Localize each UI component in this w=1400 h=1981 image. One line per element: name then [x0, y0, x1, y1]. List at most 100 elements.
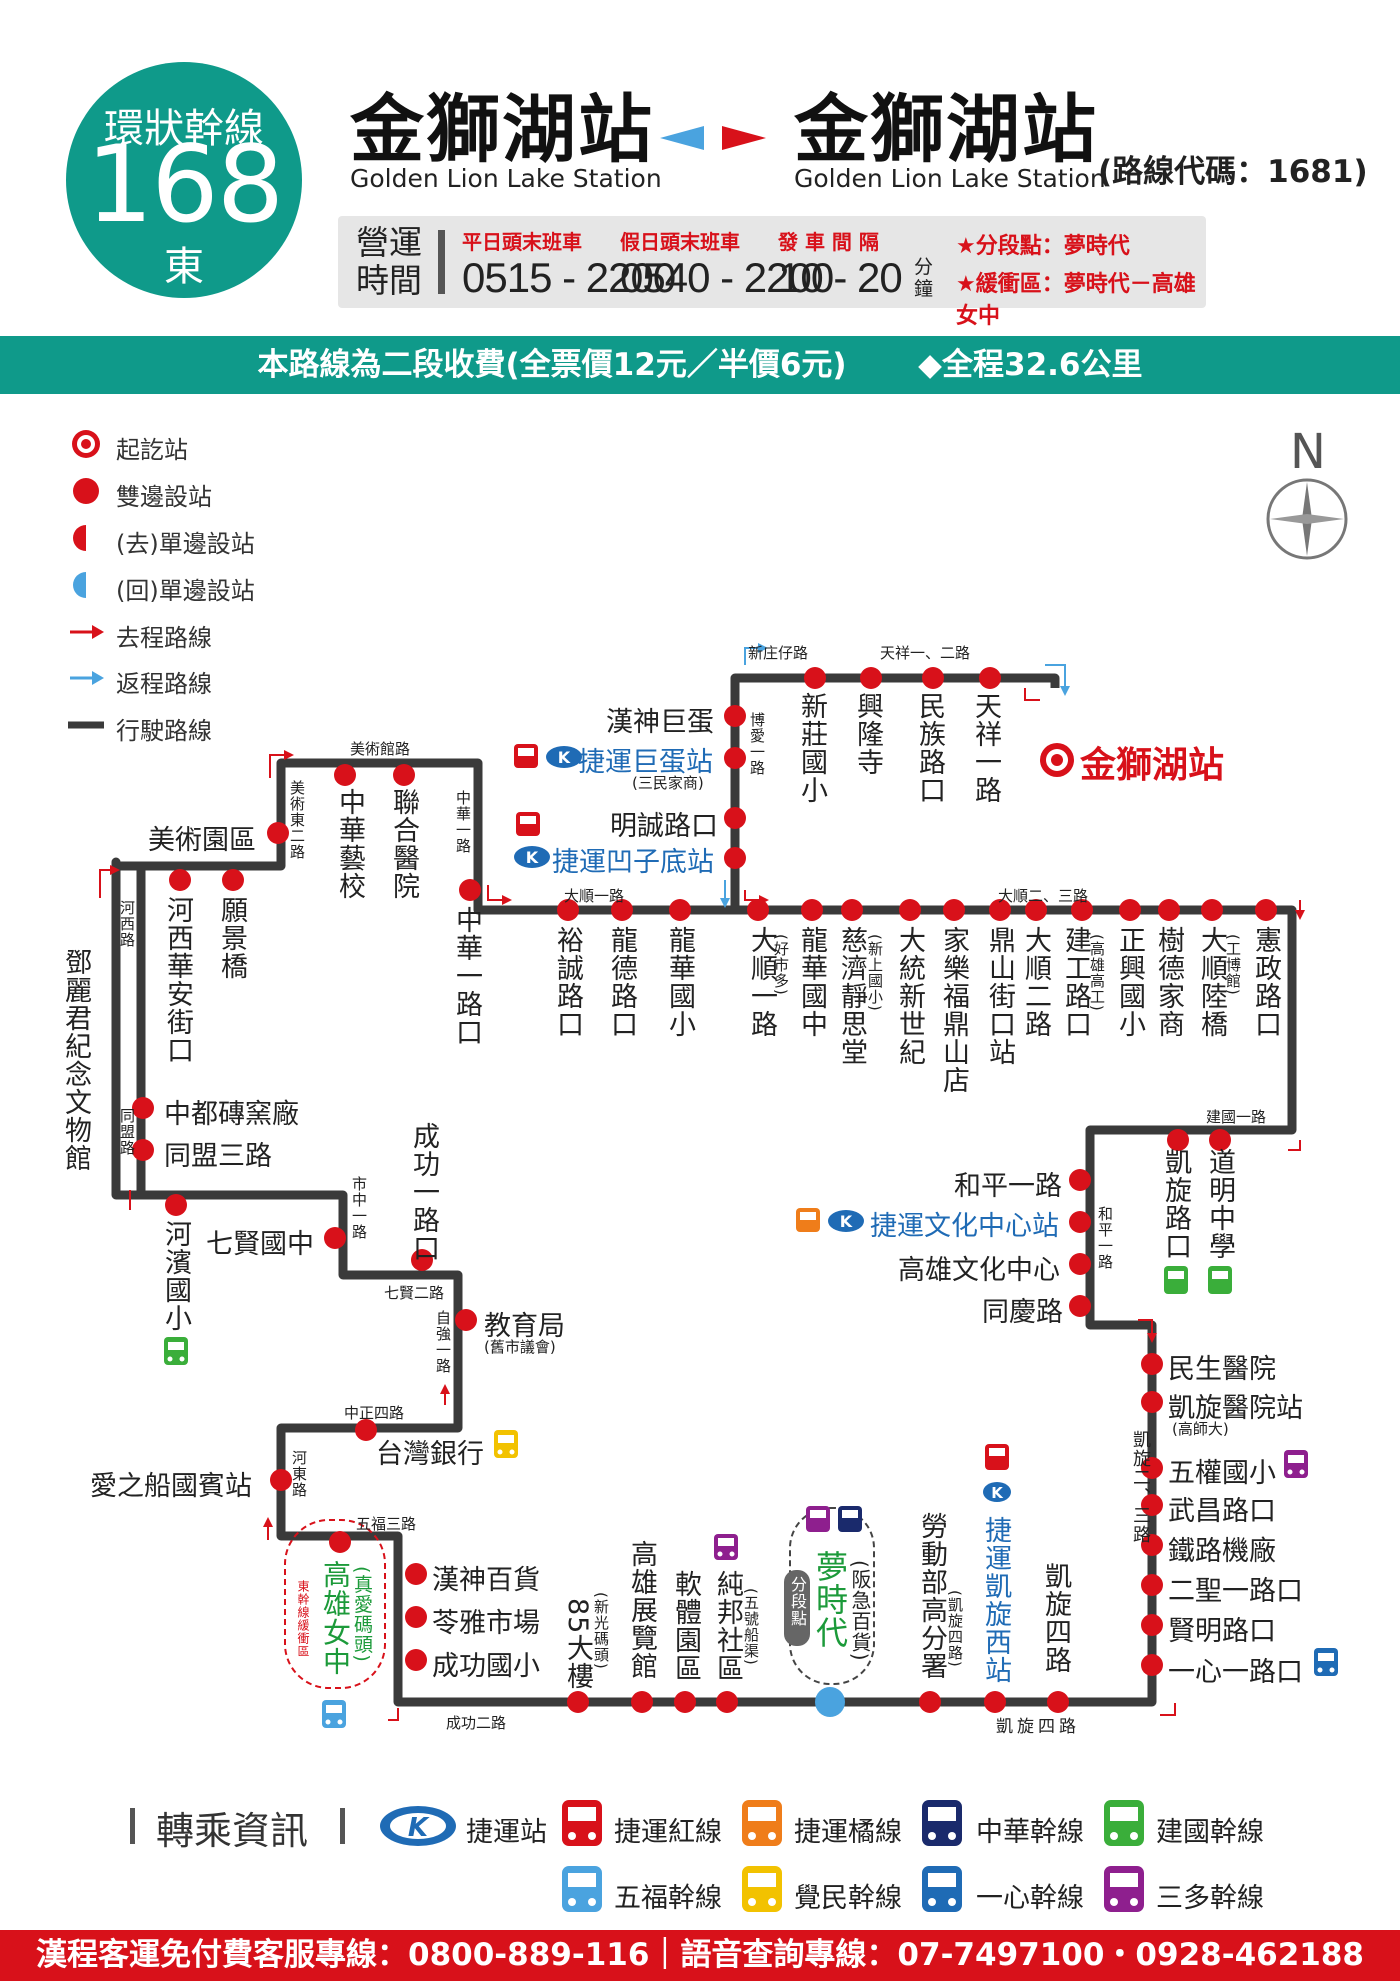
mrt-logo-icon: K [514, 846, 550, 868]
xfer-bar-left [130, 1808, 135, 1844]
stop-bank-taiwan: 台灣銀行 [376, 1439, 484, 1470]
buffer-zone-outline [284, 1519, 386, 1689]
stop-dashun1-sub: (好市多) [772, 934, 790, 996]
xfer-bar-right [340, 1808, 345, 1844]
stop-chunbang: 純邦社區 [712, 1570, 743, 1682]
stop-tongmeng3: 同盟三路 [164, 1141, 272, 1172]
svg-text:K: K [840, 1212, 853, 1231]
footer-hotline: 漢程客運免付費客服專線：0800-889-116｜語音查詢專線：07-74971… [0, 1930, 1400, 1981]
svg-text:K: K [408, 1813, 430, 1843]
buffer-zone: ★緩衝區：夢時代－高雄女中 [956, 272, 1196, 329]
hebin-green-bus-icon [162, 1335, 190, 1373]
transfer-mrt: 捷運站 [466, 1817, 547, 1848]
interval-unit: 分鐘 [914, 256, 934, 300]
stop-mrt-aozidi: K 捷運凹子底站 [512, 840, 714, 878]
outbound-stop-icon [73, 525, 86, 551]
interval-time: 10 - 20 [778, 254, 903, 301]
origin-name-en: Golden Lion Lake Station [350, 164, 662, 193]
legend-both-side: 雙邊設站 [116, 483, 212, 511]
route-number: 168 [85, 123, 284, 246]
stop-education-sub: (舊市議會) [484, 1338, 556, 1356]
stop-yixin1: 一心一路口 [1168, 1657, 1303, 1688]
stop-carrefour: 家樂福鼎山店 [938, 926, 969, 1094]
destination-name: 金獅湖站 [794, 87, 1098, 173]
mrt-red-bus-icon: K [514, 744, 582, 768]
route-direction: 東 [164, 244, 204, 290]
stop-datong: 大統新世紀 [894, 926, 925, 1066]
road-chenggong2: 成功二路 [446, 1714, 507, 1732]
legend-outbound-stop: (去)單邊設站 [116, 530, 255, 558]
stop-exhibition: 高雄展覽館 [626, 1540, 657, 1680]
road-hedong: 河東路 [290, 1450, 308, 1498]
inbound-stop-icon [73, 572, 86, 598]
route-badge: 環狀幹線 168 東 [66, 62, 302, 298]
stop-minzu: 民族路口 [914, 692, 945, 804]
transfer-jianguo: 建國幹線 [1156, 1817, 1264, 1848]
transfer-sanduo: 三多幹線 [1156, 1883, 1264, 1914]
stop-yuanjing: 願景橋 [216, 896, 247, 980]
stop-minsheng-hosp: 民生醫院 [1168, 1354, 1276, 1385]
stop-labor-office: 勞動部高分署 [916, 1512, 947, 1680]
stop-longhua-jr: 龍華國中 [796, 926, 827, 1038]
stop-xianzheng: 憲政路口 [1250, 926, 1281, 1038]
road-boai: 博愛一路 [748, 712, 766, 776]
terminal-icon [72, 430, 100, 458]
stop-dashun1: 大順一路 [746, 926, 777, 1038]
compass-icon [1266, 478, 1348, 560]
weekday-head: 平日頭末班車 [462, 230, 582, 254]
mrt-kaixuan-icons: K [982, 1442, 1012, 1526]
hours-label: 營運時間 [356, 223, 422, 300]
outbound-arrow-icon [70, 625, 104, 639]
origin-name: 金獅湖站 [350, 87, 654, 173]
interval-head: 發 車 間 隔 [778, 230, 879, 254]
road-meishuguan: 美術館路 [350, 740, 411, 758]
stop-mrt-arena: K 捷運巨蛋站 [512, 740, 713, 778]
stop-dingshan: 鼎山街口站 [984, 926, 1015, 1066]
stop-longde: 龍德路口 [606, 926, 637, 1038]
stop-kaixuan4: 凱旋四路 [1040, 1562, 1071, 1674]
direction-arrows-icon [660, 126, 766, 150]
mrt-orange-bus-icon: K [796, 1208, 864, 1232]
holiday-head: 假日頭末班車 [620, 230, 740, 254]
legend-route-line: 行駛路線 [116, 717, 212, 745]
terminal-marker [1040, 743, 1074, 777]
weekday-time: 0515 - 2200 [462, 254, 676, 301]
stop-longhua-elem: 龍華國小 [664, 926, 695, 1038]
stop-ciji: 慈濟靜思堂 [836, 926, 867, 1066]
distance-text: ◆全程32.6公里 [918, 347, 1143, 383]
road-shizhong: 市中一路 [350, 1176, 368, 1240]
road-dashun23: 大順二、三路 [998, 887, 1089, 905]
road-ziqiang: 自強一路 [434, 1310, 452, 1374]
legend-inbound-stop: (回)單邊設站 [116, 577, 255, 605]
stop-jiangong: 建工路口 [1060, 926, 1091, 1038]
stop-art-park: 美術園區 [148, 825, 256, 856]
stop-tongqing: 同慶路 [982, 1297, 1063, 1328]
bank-yellow-bus-icon [492, 1428, 520, 1466]
stop-zhonghua1: 中華一路口 [451, 906, 482, 1046]
terminal-label: 金獅湖站 [1080, 745, 1225, 786]
stop-software: 軟體園區 [670, 1570, 701, 1682]
route-code: (路線代碼：1681) [1098, 154, 1368, 190]
both-side-stop-icon [73, 478, 99, 504]
yixin-blue-bus-icon [1312, 1646, 1340, 1684]
kaixuan-rd-green-bus-icon [1162, 1264, 1234, 1302]
compass-north: N [1290, 424, 1326, 480]
road-meishu-east: 美術東二路 [288, 780, 306, 860]
stop-kaixuan-rd: 凱旋路口 [1160, 1148, 1191, 1260]
stop-dots [132, 667, 1277, 1713]
stop-ersheng1: 二聖一路口 [1168, 1576, 1303, 1607]
stop-wuquan: 五權國小 [1168, 1458, 1276, 1489]
stop-hanshin-dept: 漢神百貨 [432, 1565, 540, 1596]
road-hexi: 河西路 [118, 900, 136, 948]
stop-zhengxing: 正興國小 [1114, 926, 1145, 1038]
stop-xinzhuang-school: 新莊國小 [796, 692, 827, 804]
road-zhonghua: 中華一路 [454, 790, 472, 854]
stop-mingcheng: 明誠路口 [610, 811, 718, 842]
stop-education: 教育局 [484, 1311, 565, 1342]
holiday-time: 0540 - 2200 [620, 254, 834, 301]
stop-heping1: 和平一路 [954, 1171, 1062, 1202]
svg-text:K: K [991, 1484, 1004, 1502]
road-wufu3: 五福三路 [356, 1515, 417, 1533]
stop-labor-sub: (凱旋四路) [946, 1590, 964, 1668]
dream-mall-section-dot [815, 1687, 845, 1717]
